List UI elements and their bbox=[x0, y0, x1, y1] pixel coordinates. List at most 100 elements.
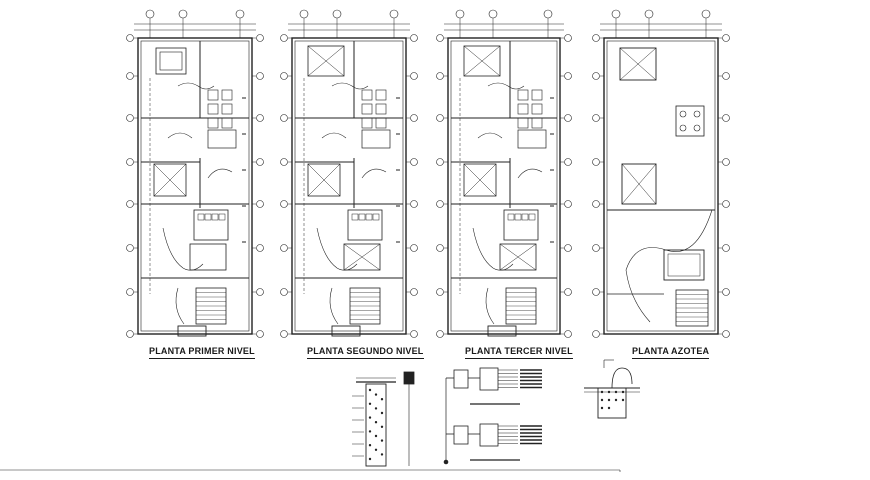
bathroom-fixture bbox=[221, 89, 233, 101]
grid-bubble bbox=[592, 114, 600, 122]
light-shaft bbox=[621, 163, 657, 205]
grid-bubble bbox=[410, 158, 418, 166]
wiring-line bbox=[167, 132, 193, 139]
grid-bubble bbox=[701, 9, 711, 19]
grid-bubble bbox=[280, 288, 288, 296]
grid-bubble bbox=[436, 72, 444, 80]
fixture-circle bbox=[679, 124, 687, 132]
grid-bubble bbox=[178, 9, 188, 19]
grid-bubble bbox=[299, 9, 309, 19]
kitchen bbox=[193, 209, 229, 241]
grid-bubble bbox=[126, 330, 134, 338]
wiring-line bbox=[472, 227, 514, 271]
wiring-line bbox=[331, 82, 369, 90]
grid-bubble bbox=[280, 114, 288, 122]
grid-bubble bbox=[126, 200, 134, 208]
outer-wall bbox=[603, 37, 719, 335]
floor-plan-4 bbox=[592, 9, 730, 338]
bathroom-fixture bbox=[361, 89, 373, 101]
grid-bubble bbox=[126, 114, 134, 122]
stove-burner bbox=[507, 213, 515, 221]
wiring-line bbox=[625, 209, 713, 271]
stove-burner bbox=[365, 213, 373, 221]
wiring-line bbox=[485, 287, 495, 325]
aggregate-dot bbox=[600, 406, 604, 410]
single-line-diagram bbox=[443, 367, 542, 465]
grid-bubble bbox=[256, 288, 264, 296]
grid-bubble bbox=[592, 330, 600, 338]
grid-bubble bbox=[280, 200, 288, 208]
grid-bubble bbox=[722, 114, 730, 122]
service-room bbox=[499, 243, 537, 271]
distribution-board bbox=[479, 423, 499, 447]
bathroom bbox=[517, 129, 547, 149]
grid-bubble bbox=[256, 72, 264, 80]
parapet-detail bbox=[584, 359, 640, 419]
grid-bubble bbox=[256, 200, 264, 208]
aggregate-dot bbox=[374, 421, 378, 424]
aggregate-dot bbox=[368, 416, 372, 419]
grid-bubble bbox=[564, 244, 572, 252]
wall-section bbox=[365, 383, 387, 467]
grid-bubble bbox=[280, 158, 288, 166]
stove-burner bbox=[351, 213, 359, 221]
rooftop-shaft bbox=[663, 249, 705, 281]
grid-bubble bbox=[722, 158, 730, 166]
light-shaft-cross bbox=[463, 45, 501, 77]
wiring-line bbox=[517, 168, 543, 179]
wiring-line bbox=[316, 227, 358, 271]
grid-bubble bbox=[611, 9, 621, 19]
bathroom-fixture bbox=[375, 89, 387, 101]
wiring-line bbox=[175, 287, 185, 325]
outer-wall bbox=[447, 37, 561, 335]
grid-bubble bbox=[410, 34, 418, 42]
entrance-landing bbox=[177, 325, 207, 337]
railing-curve bbox=[611, 367, 633, 389]
grid-bubble bbox=[722, 200, 730, 208]
wiring-line bbox=[487, 82, 525, 90]
grid-bubble bbox=[436, 200, 444, 208]
bathroom-fixture bbox=[531, 117, 543, 129]
grid-bubble bbox=[564, 330, 572, 338]
aggregate-dot bbox=[374, 448, 378, 451]
stove-burner bbox=[218, 213, 226, 221]
inner-wall-face bbox=[450, 40, 558, 332]
bathroom-fixture bbox=[207, 103, 219, 115]
rooftop-shaft bbox=[667, 253, 701, 277]
floor-plan-3 bbox=[436, 9, 572, 338]
aggregate-dot bbox=[380, 453, 384, 456]
light-shaft-cross bbox=[499, 243, 537, 271]
grid-bubble bbox=[592, 34, 600, 42]
light-shaft-cross bbox=[343, 243, 381, 271]
light-shaft bbox=[307, 45, 345, 77]
bathroom-fixture bbox=[531, 103, 543, 115]
outer-wall bbox=[291, 37, 407, 335]
construction-details-group bbox=[0, 359, 640, 472]
bathroom-fixture bbox=[375, 117, 387, 129]
grid-bubble bbox=[126, 34, 134, 42]
water-tank bbox=[619, 47, 657, 81]
grid-bubble bbox=[389, 9, 399, 19]
bathroom-fixture bbox=[531, 89, 543, 101]
service-room bbox=[343, 243, 381, 271]
light-shaft-cross bbox=[463, 163, 497, 197]
light-shaft bbox=[463, 45, 501, 77]
light-shaft-cross bbox=[153, 163, 187, 197]
aggregate-dot bbox=[374, 407, 378, 410]
grid-bubble bbox=[564, 114, 572, 122]
rooftop-fixture bbox=[675, 105, 705, 137]
light-shaft-cross bbox=[307, 45, 345, 77]
grid-bubble bbox=[644, 9, 654, 19]
grid-bubble bbox=[722, 288, 730, 296]
grid-bubble bbox=[592, 72, 600, 80]
title-planta-tercer-nivel: PLANTA TERCER NIVEL bbox=[465, 346, 573, 359]
grid-bubble bbox=[564, 158, 572, 166]
grid-bubble bbox=[256, 330, 264, 338]
wiring-line bbox=[207, 168, 233, 179]
stove-burner bbox=[514, 213, 522, 221]
bathroom bbox=[361, 129, 391, 149]
grid-bubble bbox=[256, 34, 264, 42]
grid-bubble bbox=[488, 9, 498, 19]
floor-plan-1 bbox=[126, 9, 264, 338]
breaker-box bbox=[453, 369, 469, 389]
